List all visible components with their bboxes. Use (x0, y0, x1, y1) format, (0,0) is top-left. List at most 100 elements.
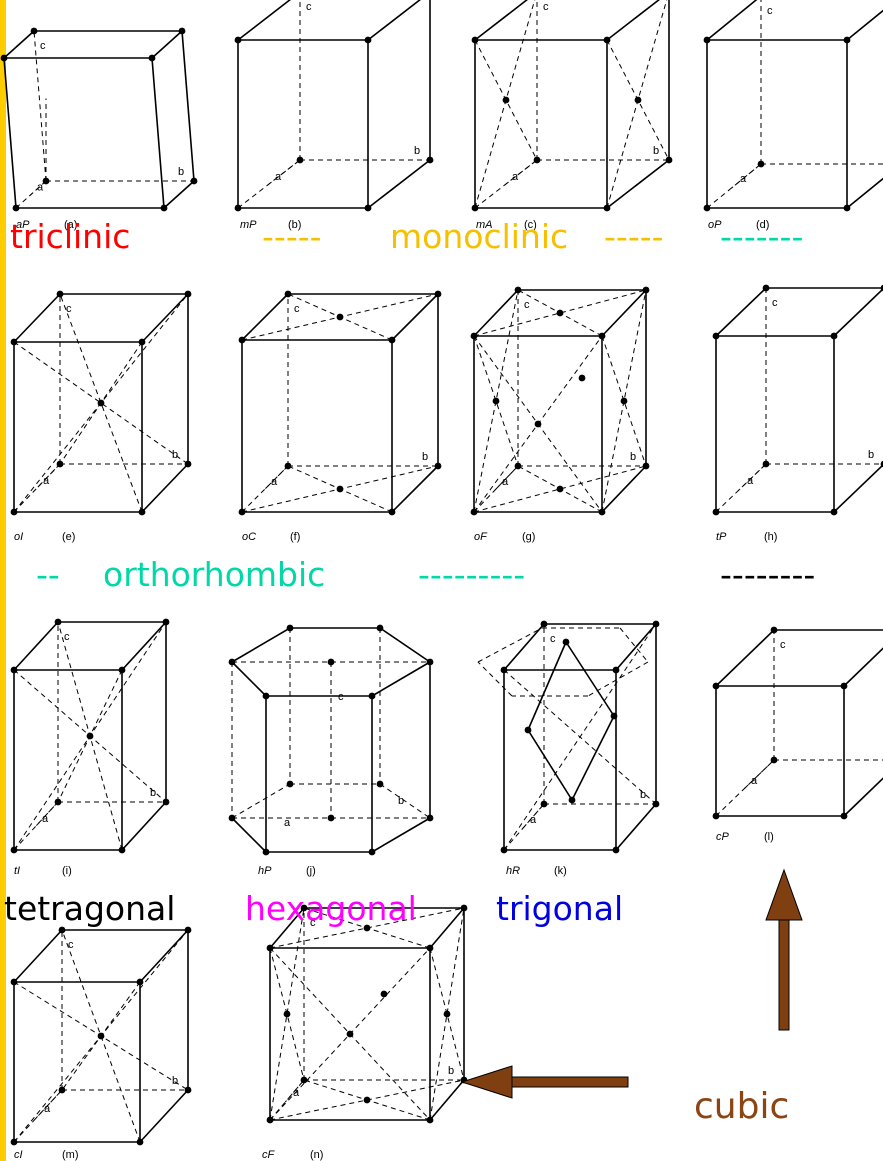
lattice-point (97, 1032, 105, 1040)
monoclinic-dash-left: ----- (262, 217, 322, 256)
trigonal-label: trigonal (496, 889, 624, 928)
lattice-point (652, 800, 660, 808)
cell-symbol-tI: tI (14, 865, 20, 877)
lattice-edge (367, 0, 421, 41)
lattice-point (234, 204, 242, 212)
lattice-point (10, 1138, 18, 1146)
cell-symbol-oP: oP (708, 219, 722, 231)
lattice-point (712, 332, 720, 340)
lattice-edge (429, 1079, 465, 1121)
lattice-point (363, 1096, 371, 1104)
left-arrow (460, 1065, 629, 1099)
lattice-point (434, 290, 442, 298)
axis-label-a: a (740, 173, 747, 185)
lattice-point (136, 1138, 144, 1146)
lattice-point (434, 462, 442, 470)
axis-label-b: b (422, 451, 428, 463)
lattice-point (380, 990, 388, 998)
lattice-edge (13, 293, 61, 343)
cell-caption-cI: (m) (62, 1149, 79, 1161)
cell-caption-oF: (g) (522, 531, 535, 543)
axis-a (502, 159, 538, 187)
lattice-point (426, 814, 434, 822)
lattice-point (160, 204, 168, 212)
lattice-point (712, 812, 720, 820)
lattice-point (500, 846, 508, 854)
cell-caption-oI: (e) (62, 531, 75, 543)
lattice-point (598, 508, 606, 516)
axis-a (262, 465, 289, 492)
lattice-edge (13, 929, 63, 983)
axis-label-c: c (68, 939, 74, 951)
lattice-edge (367, 159, 431, 209)
orthorhombic-dash-continued: ------- (720, 217, 804, 256)
lattice-point (840, 682, 848, 690)
axis-a (29, 180, 47, 197)
cell-symbol-hR: hR (506, 865, 520, 877)
lattice-point (10, 978, 18, 986)
axis-label-c: c (294, 303, 300, 315)
axis-label-a: a (751, 775, 758, 787)
axis-label-c-hex: c (338, 691, 344, 703)
lattice-edge (606, 159, 670, 209)
cell-symbol-oI: oI (14, 531, 23, 543)
lattice-point (540, 800, 548, 808)
axis-label-c: c (767, 5, 773, 17)
lattice-point (238, 508, 246, 516)
lattice-edge (503, 623, 545, 671)
lattice-point (138, 338, 146, 346)
lattice-point (388, 508, 396, 516)
lattice-point (228, 814, 236, 822)
lattice-point (364, 204, 372, 212)
axis-label-a: a (43, 475, 50, 487)
lattice-point (336, 313, 344, 321)
lattice-point (642, 462, 650, 470)
lattice-edge (527, 641, 567, 731)
lattice-point (502, 96, 510, 104)
lattice-point (426, 1116, 434, 1124)
axis-a (34, 463, 61, 491)
axis-label-c: c (524, 299, 530, 311)
axis-label-b: b (868, 449, 874, 461)
lattice-point (376, 780, 384, 788)
lattice-point (368, 848, 376, 856)
cell-symbol-tP: tP (716, 531, 727, 543)
lattice-point (603, 36, 611, 44)
lattice-edge (139, 1089, 189, 1143)
cell-symbol-cP: cP (716, 831, 730, 843)
lattice-point (460, 904, 468, 912)
lattice-point (296, 156, 304, 164)
lattice-point (10, 846, 18, 854)
lattice-point (534, 420, 542, 428)
hexagonal-label: hexagonal (245, 889, 417, 928)
cell-caption-cF: (n) (310, 1149, 323, 1161)
lattice-edge (833, 287, 883, 337)
lattice-edge (846, 177, 883, 209)
cell-symbol-oC: oC (242, 531, 256, 543)
cell-caption-tI: (i) (62, 865, 72, 877)
axis-label-b: b (630, 451, 636, 463)
lattice-point (598, 332, 606, 340)
lattice-edge (473, 289, 519, 513)
lattice-point (336, 485, 344, 493)
lattice-edge (706, 0, 758, 41)
lattice-point (770, 626, 778, 634)
lattice-point (138, 508, 146, 516)
cell-caption-hR: (k) (554, 865, 567, 877)
lattice-point (42, 177, 50, 185)
lattice-point (364, 36, 372, 44)
lattice-point (562, 638, 570, 646)
axis-label-c: c (66, 303, 72, 315)
lattice-edge (59, 293, 143, 513)
lattice-edge (477, 627, 543, 663)
lattice-point (388, 336, 396, 344)
axis-label-b: b (178, 166, 184, 178)
lattice-point (524, 726, 532, 734)
lattice-point (10, 338, 18, 346)
lattice-point (58, 926, 66, 934)
axis-a (35, 1089, 63, 1119)
lattice-point (286, 780, 294, 788)
lattice-edge (231, 783, 291, 819)
axis-a (521, 803, 545, 830)
